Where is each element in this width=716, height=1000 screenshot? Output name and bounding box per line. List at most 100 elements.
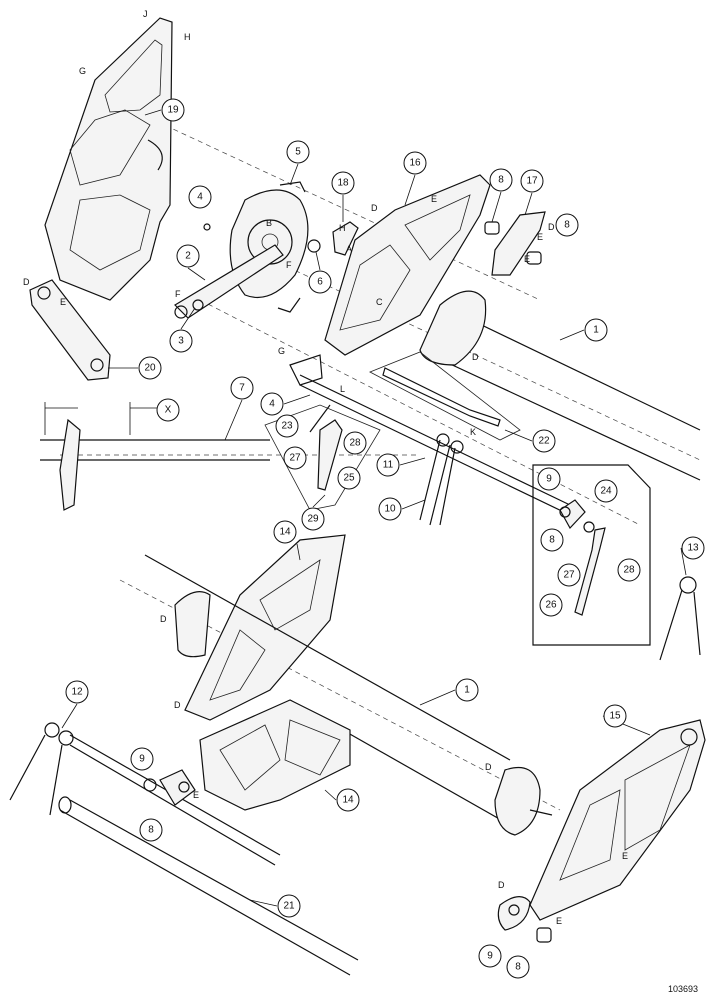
reference-letter-rA: A bbox=[346, 244, 352, 254]
callout-number: 8 bbox=[549, 535, 555, 546]
callout-circle bbox=[520, 169, 544, 193]
callout-circle bbox=[273, 520, 297, 544]
callout-c13: 13 bbox=[681, 536, 705, 560]
callout-circle bbox=[65, 680, 89, 704]
springs-10-11 bbox=[419, 433, 464, 526]
frame-14-upper bbox=[174, 534, 346, 721]
callout-c27a: 27 bbox=[283, 446, 307, 470]
callout-c25: 25 bbox=[337, 466, 361, 490]
reference-letter-rD1: D bbox=[371, 203, 378, 213]
callout-circle bbox=[376, 453, 400, 477]
callout-c16: 16 bbox=[403, 151, 427, 175]
callout-c28a: 28 bbox=[343, 431, 367, 455]
tube-21 bbox=[58, 796, 359, 976]
callout-number: 12 bbox=[71, 687, 83, 698]
callout-number: 14 bbox=[342, 795, 354, 806]
callout-circle bbox=[161, 98, 185, 122]
bracket-17 bbox=[484, 211, 546, 276]
callout-number: 11 bbox=[383, 460, 394, 471]
detail-inset bbox=[532, 464, 651, 646]
reference-letter-rD6: D bbox=[174, 700, 181, 710]
callout-circle bbox=[130, 747, 154, 771]
reference-letter-rD7: D bbox=[485, 762, 492, 772]
reference-letter-rB: B bbox=[266, 218, 272, 228]
callout-number: 28 bbox=[623, 565, 635, 576]
callout-circle bbox=[594, 479, 618, 503]
reference-letter-rE4: E bbox=[60, 297, 66, 307]
callout-c2: 2 bbox=[176, 244, 200, 268]
callout-number: 23 bbox=[281, 421, 293, 432]
callout-number: X bbox=[165, 405, 172, 416]
reference-letter-rL: L bbox=[340, 384, 345, 394]
spring-13 bbox=[659, 576, 701, 661]
callout-circle bbox=[532, 429, 556, 453]
callout-circle bbox=[260, 392, 284, 416]
rod-main bbox=[289, 354, 571, 516]
bushing-6 bbox=[307, 239, 321, 253]
callout-circle bbox=[584, 318, 608, 342]
callout-circle bbox=[506, 955, 530, 979]
callout-c4a: 4 bbox=[188, 185, 212, 209]
callout-circle bbox=[378, 497, 402, 521]
callout-c5: 5 bbox=[286, 140, 310, 164]
bracket-18 bbox=[332, 221, 359, 256]
callout-circle bbox=[557, 563, 581, 587]
plate-20 bbox=[29, 279, 111, 381]
callout-circle bbox=[337, 466, 361, 490]
callout-circle bbox=[275, 414, 299, 438]
reference-letter-rD8: D bbox=[498, 880, 505, 890]
callout-circle bbox=[139, 818, 163, 842]
shaft-7 bbox=[40, 402, 270, 511]
callout-circle bbox=[555, 213, 579, 237]
callout-c21: 21 bbox=[277, 894, 301, 918]
callout-c8c: 8 bbox=[540, 528, 564, 552]
callout-number: 4 bbox=[269, 399, 275, 410]
tube-1-upper bbox=[419, 290, 701, 481]
callout-circle bbox=[308, 270, 332, 294]
callout-number: 15 bbox=[609, 711, 621, 722]
callout-c24: 24 bbox=[594, 479, 618, 503]
callout-c17: 17 bbox=[520, 169, 544, 193]
callout-number: 25 bbox=[343, 473, 355, 484]
callout-c7: 7 bbox=[230, 376, 254, 400]
callout-c3: 3 bbox=[169, 329, 193, 353]
callout-c6: 6 bbox=[308, 270, 332, 294]
reference-letter-rD4: D bbox=[472, 352, 479, 362]
callout-circle bbox=[617, 558, 641, 582]
callout-c8b: 8 bbox=[555, 213, 579, 237]
reference-letter-rD5: D bbox=[160, 614, 167, 624]
spring-12 bbox=[9, 722, 74, 816]
callout-c29: 29 bbox=[301, 507, 325, 531]
arm-2 bbox=[174, 223, 284, 319]
reference-letter-rH1: H bbox=[184, 32, 191, 42]
side-panel-19 bbox=[44, 17, 173, 301]
callout-circle bbox=[230, 376, 254, 400]
callout-leaders bbox=[61, 109, 687, 907]
callout-circle bbox=[138, 356, 162, 380]
frame-15 bbox=[529, 719, 706, 921]
callout-number: 6 bbox=[317, 277, 323, 288]
callout-number: 29 bbox=[307, 514, 319, 525]
callout-number: 19 bbox=[167, 105, 179, 116]
callout-number: 2 bbox=[185, 251, 191, 262]
callout-circle bbox=[540, 528, 564, 552]
callout-cX: X bbox=[156, 398, 180, 422]
reference-letter-rE1: E bbox=[431, 194, 437, 204]
callout-c1b: 1 bbox=[455, 678, 479, 702]
callout-c27b: 27 bbox=[557, 563, 581, 587]
callout-c19: 19 bbox=[161, 98, 185, 122]
rod-lower bbox=[69, 734, 281, 866]
callout-circle bbox=[539, 593, 563, 617]
callout-c28b: 28 bbox=[617, 558, 641, 582]
callout-c18: 18 bbox=[331, 171, 355, 195]
callout-c10: 10 bbox=[378, 497, 402, 521]
reference-letter-rF2: F bbox=[175, 289, 181, 299]
washer-bushing-lower-right bbox=[497, 896, 552, 943]
callout-c9b: 9 bbox=[130, 747, 154, 771]
callout-number: 1 bbox=[593, 325, 599, 336]
callout-number: 1 bbox=[464, 685, 470, 696]
callout-number: 21 bbox=[283, 901, 295, 912]
callout-number: 8 bbox=[148, 825, 154, 836]
callout-circle bbox=[681, 536, 705, 560]
callout-c8a: 8 bbox=[489, 168, 513, 192]
